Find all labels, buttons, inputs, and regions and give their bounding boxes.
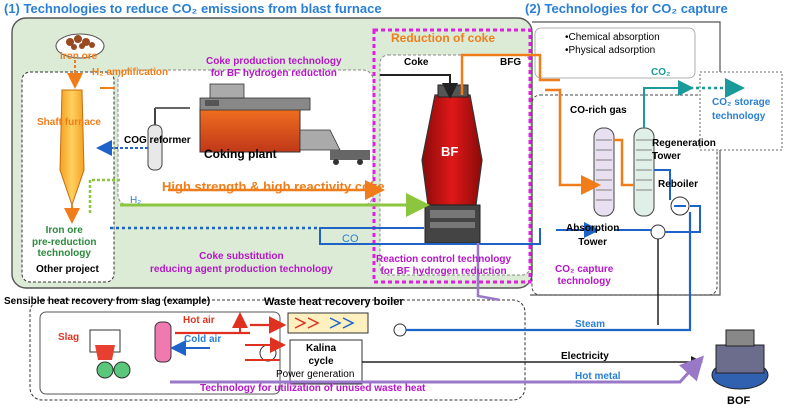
- coking-plant-label: Coking plant: [204, 147, 277, 161]
- coking-plant-shape: [199, 107, 301, 153]
- co-label: CO: [342, 233, 359, 245]
- iron-ore-preduction-label: Iron ore pre-reduction technology: [32, 225, 97, 259]
- power-generation-label: Power generation: [276, 369, 355, 380]
- slag-section-title: Sensible heat recovery from slag (exampl…: [4, 296, 211, 307]
- absorption-tower-label: Absorption Tower: [566, 223, 620, 248]
- iron-ore-label: Iron ore: [60, 51, 98, 62]
- chemical-absorption-label: •Chemical absorption: [565, 32, 660, 43]
- bfg-label: BFG: [500, 57, 522, 68]
- hot-air-label: Hot air: [183, 315, 215, 326]
- bf-label: BF: [441, 144, 459, 159]
- slag-heat-exchanger: [154, 321, 172, 363]
- coke-label: Coke: [404, 57, 429, 68]
- other-project-label: Other project: [36, 264, 99, 275]
- h2-amplification-label: H₂ amplification: [92, 67, 169, 78]
- absorption-tower-shape: [593, 127, 615, 217]
- cog-reformer-label: COG reformer: [124, 135, 191, 146]
- regeneration-tower-shape: [633, 127, 655, 217]
- waste-heat-boiler-shape: [287, 312, 369, 334]
- physical-adsorption-label: •Physical adsorption: [565, 45, 656, 56]
- shaft-furnace-shape: [59, 89, 85, 207]
- pump-shape: [650, 224, 666, 240]
- unused-waste-heat-label: Technology for utilization of unused was…: [200, 383, 426, 394]
- bf-section-title: (1) Technologies to reduce CO₂ emissions…: [4, 1, 382, 16]
- capture-section-title: (2) Technologies for CO₂ capture: [525, 1, 728, 16]
- co-rich-gas-label: CO-rich gas: [570, 105, 627, 116]
- steam-label: Steam: [575, 319, 606, 330]
- slag-label: Slag: [58, 332, 80, 343]
- coke-production-label: Coke production technology for BF hydrog…: [206, 56, 342, 79]
- kalina-cycle-label: Kalina cycle: [306, 343, 337, 367]
- high-strength-coke-label: High strength & high reactivity coke: [162, 179, 385, 194]
- reaction-control-label: Reaction control technology for BF hydro…: [376, 254, 512, 277]
- iron-ore-pile: [66, 35, 95, 50]
- shaft-furnace-label: Shaft furnace: [37, 117, 101, 128]
- h2-label: H₂: [130, 195, 142, 206]
- co2-capture-tech-label: CO₂ capture technology: [555, 264, 614, 287]
- electricity-label: Electricity: [561, 351, 609, 362]
- regeneration-tower-label: Regeneration Tower: [652, 138, 716, 162]
- reboiler-label: Reboiler: [658, 179, 699, 190]
- co2-top-label: CO₂: [651, 67, 671, 78]
- hot-metal-label: Hot metal: [575, 371, 621, 382]
- co2-storage-label: CO₂ storage technology: [712, 97, 771, 122]
- reduction-of-coke-title: Reduction of coke: [391, 31, 496, 45]
- cold-air-label: Cold air: [184, 334, 222, 345]
- capture-methods-box: [534, 27, 696, 79]
- waste-heat-boiler-label: Waste heat recovery boiler: [264, 296, 404, 308]
- capture-process-box: [531, 94, 718, 296]
- coke-substitution-label: Coke substitution reducing agent product…: [150, 251, 333, 275]
- bof-label: BOF: [727, 395, 751, 407]
- cog-reformer-shape: [147, 124, 163, 171]
- reduction-of-coke-box: [372, 28, 532, 284]
